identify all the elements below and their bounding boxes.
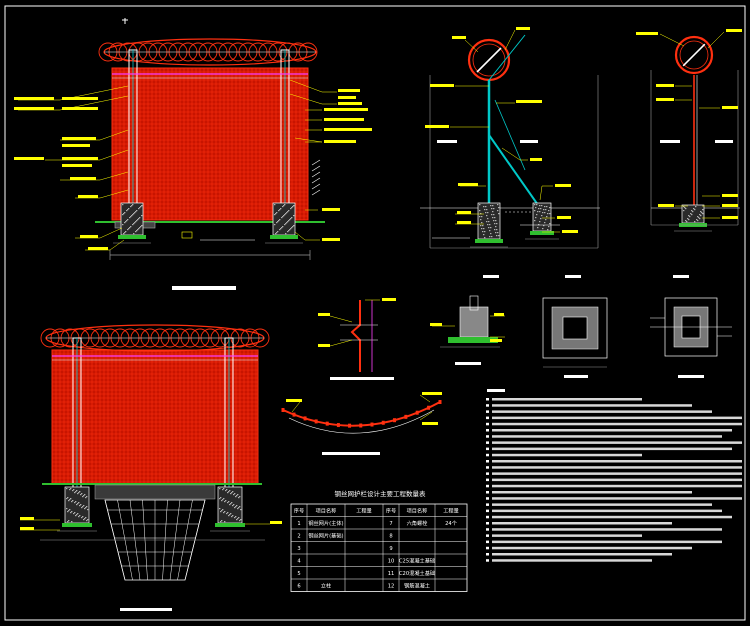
detail-3-3 [650,275,732,378]
table-header: 工程量 [443,507,459,515]
table-grid: 序号 项目名称 工程量 序号 项目名称 工程量 1 钢丝网片(主体) 7 六角螺栓 24个 2 钢丝网片… [290,503,468,592]
table-cell: 3 [297,546,300,552]
mesh-panel-icon [51,349,259,485]
table-cell: C20混凝土基础 [399,569,435,577]
table-cell: 钢筋混凝土 [404,582,430,590]
table-header: 序号 [294,507,304,515]
post-connection-detail [318,298,396,380]
fence-section-center [420,27,600,249]
razor-wire-coil-icon [98,38,318,66]
table-cell: 6 [297,584,300,590]
table-cell: 24个 [445,520,458,527]
razor-wire-coil-icon [40,324,270,352]
quantity-table: 钢丝网护栏设计主要工程数量表 序号 项目名称 工程量 序号 项目名称 工程量 1 钢丝网片(主… [290,489,468,592]
fence-section-right [636,29,742,232]
table-cell: 8 [389,534,392,540]
foundation-block-icon [470,202,508,248]
table-cell: 9 [389,546,392,552]
table-cell: C25混凝土基础 [399,557,435,565]
table-cell: 2 [297,534,300,540]
table-title: 钢丝网护栏设计主要工程数量表 [335,489,427,498]
curved-wire-detail [281,392,442,455]
detail-2-2 [542,275,608,378]
table-header: 项目名称 [407,507,428,515]
table-cell: 1 [297,521,300,527]
table-cell: 立柱 [321,582,331,590]
drawing-frame [4,5,746,621]
table-header: 序号 [386,507,396,515]
table-header: 项目名称 [316,507,337,515]
table-cell: 4 [297,559,301,565]
table-cell: 12 [388,584,395,590]
table-cell: 六角螺栓 [407,519,429,527]
foundation-block-icon [57,486,97,532]
mesh-panel-icon [111,67,309,221]
table-cell: 10 [388,559,395,565]
fence-elevation-top [14,18,372,290]
table-cell: 11 [388,571,395,577]
foundation-block-icon [265,202,303,244]
design-notes [486,389,742,562]
table-cell: 钢丝网片(基础) [308,532,343,540]
fence-elevation-bottom [20,324,282,611]
foundation-block-icon [113,202,151,244]
foundation-block-icon [674,204,712,232]
table-cell: 7 [389,521,392,527]
razor-wire-coil-icon [674,35,714,75]
foundation-block-icon [525,202,559,240]
table-header: 工程量 [356,507,372,515]
foundation-block-icon [210,486,250,532]
table-cell: 钢丝网片(主体) [308,519,343,527]
table-cell: 5 [297,571,300,577]
detail-1-1 [430,275,505,365]
